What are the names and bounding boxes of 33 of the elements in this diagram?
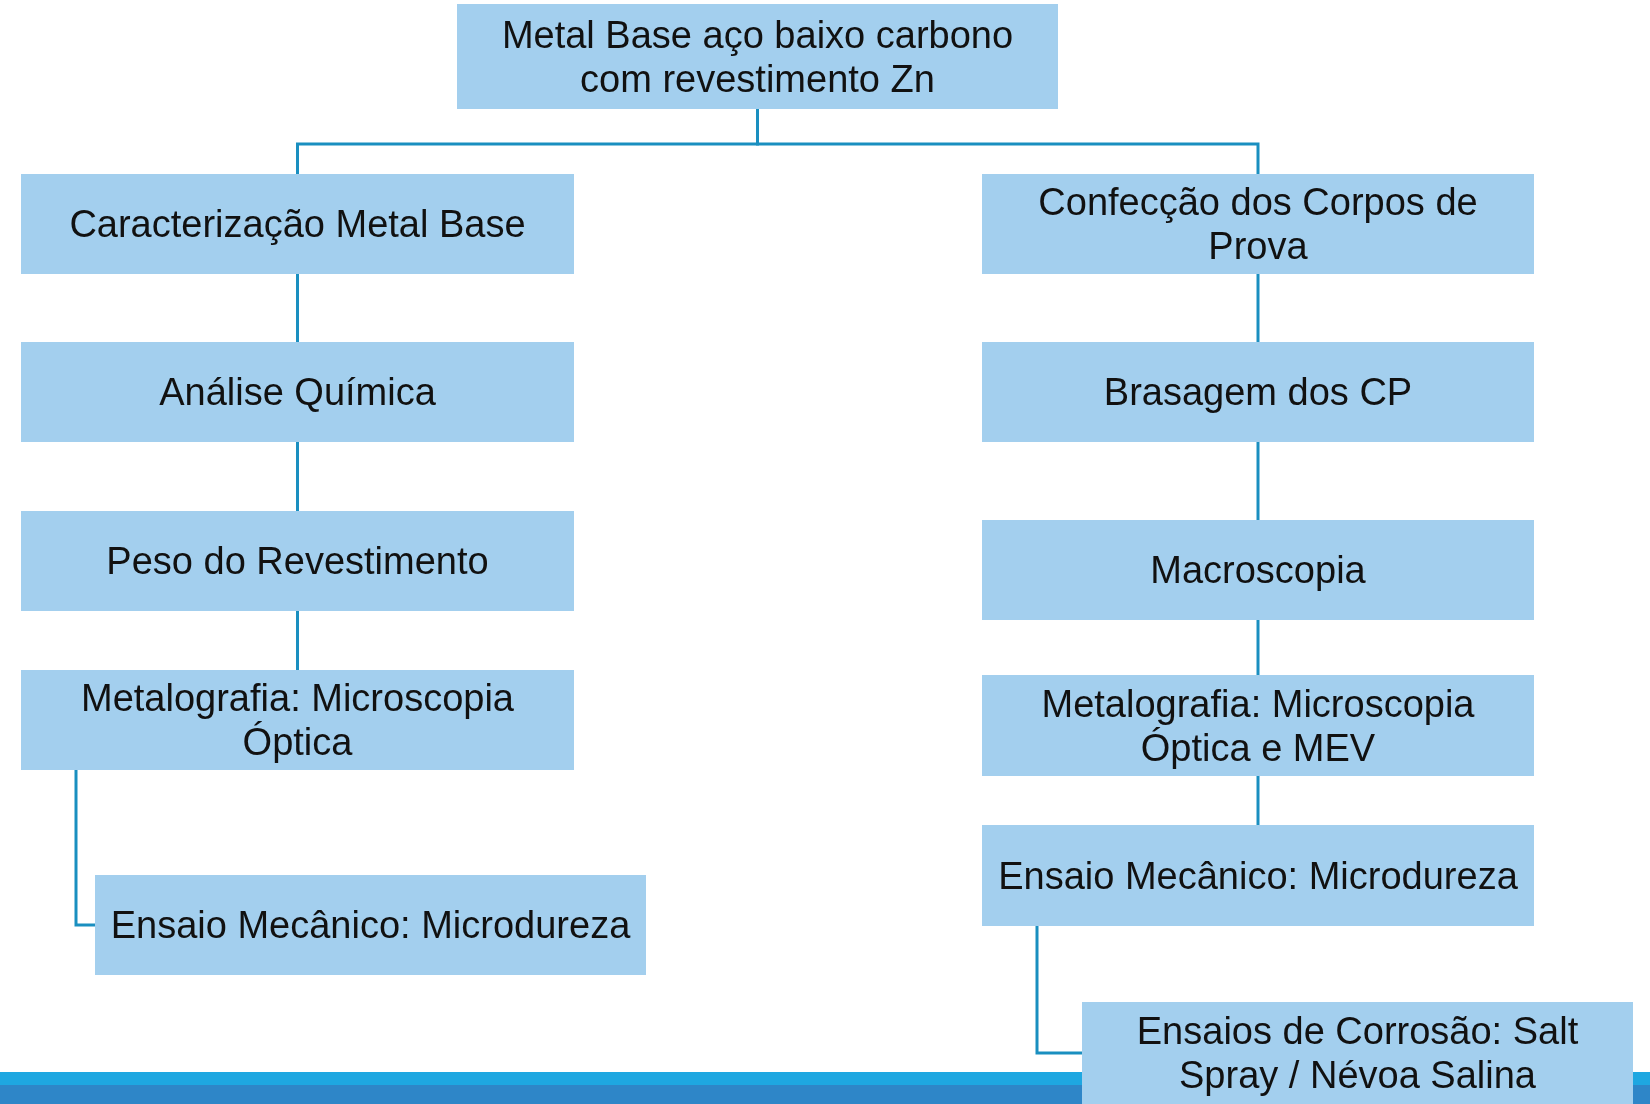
connector-line bbox=[1256, 274, 1260, 342]
box-label: Metalografia: Microscopia Óptica e MEV bbox=[1040, 681, 1476, 770]
connector-line bbox=[296, 274, 299, 342]
process-box bbox=[21, 174, 574, 274]
process-box bbox=[21, 670, 574, 770]
connector-line bbox=[1035, 926, 1082, 1055]
box-label: Metal Base aço baixo carbono com revestimento Zn bbox=[500, 12, 1015, 101]
process-box bbox=[21, 511, 574, 611]
box-label: Caracterização Metal Base bbox=[69, 202, 526, 246]
process-box bbox=[95, 875, 646, 975]
connector-line bbox=[1256, 776, 1260, 825]
process-box bbox=[21, 342, 574, 442]
process-box bbox=[982, 174, 1534, 274]
box-label: Peso do Revestimento bbox=[106, 539, 489, 583]
box-label: Ensaio Mecânico: Microdureza bbox=[998, 853, 1518, 898]
box-label: Confecção dos Corpos de Prova bbox=[1037, 180, 1479, 268]
box-label: Ensaio Mecânico: Microdureza bbox=[110, 903, 631, 947]
connector-line bbox=[74, 770, 95, 927]
process-box bbox=[982, 342, 1534, 442]
process-box bbox=[982, 675, 1534, 776]
box-label: Metalografia: Microscopia Óptica bbox=[80, 676, 515, 764]
box-label: Brasagem dos CP bbox=[1103, 370, 1413, 414]
connector-line bbox=[1256, 442, 1260, 520]
process-box bbox=[982, 825, 1534, 926]
process-box bbox=[457, 4, 1058, 109]
connector-line bbox=[1256, 620, 1260, 675]
process-box bbox=[1082, 1002, 1633, 1104]
box-label: Macroscopia bbox=[1150, 548, 1366, 592]
box-label: Análise Química bbox=[159, 370, 436, 414]
connector-line bbox=[296, 442, 299, 511]
connector-line bbox=[296, 611, 299, 670]
process-box bbox=[982, 520, 1534, 620]
box-label: Ensaios de Corrosão: Salt Spray / Névoa Salina bbox=[1135, 1009, 1580, 1097]
